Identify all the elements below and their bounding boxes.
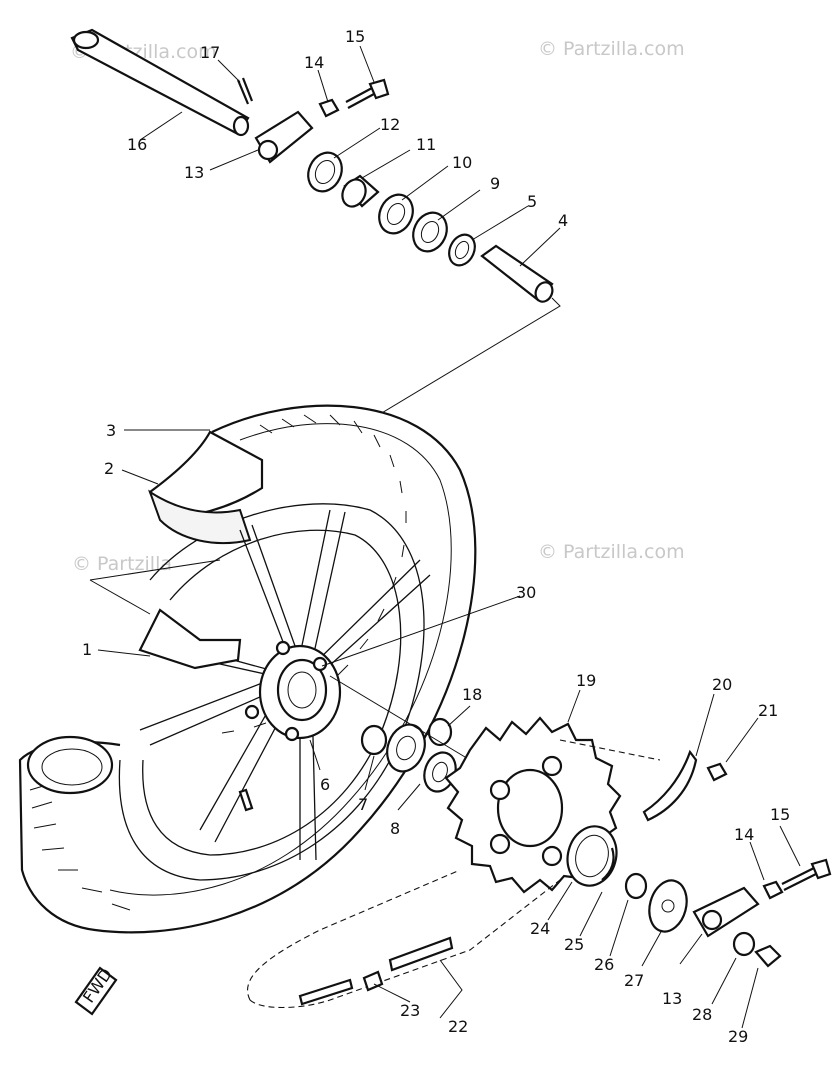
circlip-25 [601,847,615,881]
bolt-15-top [345,78,390,109]
callout-10: 10 [452,153,472,172]
callout-18: 18 [462,685,482,704]
callout-24: 24 [530,919,550,938]
brake-hub-1 [138,608,242,670]
nut-21 [706,762,728,782]
callout-8: 8 [390,819,400,838]
collar-7 [360,724,388,756]
callout-28: 28 [692,1005,712,1024]
callout-7: 7 [358,795,368,814]
callout-16: 16 [127,135,147,154]
washer-28 [732,931,756,957]
callout-12: 12 [380,115,400,134]
callout-17: 17 [200,43,220,62]
callout-13-right: 13 [662,989,682,1008]
hub-and-spokes [139,509,431,861]
nut-14-top [318,98,340,118]
callout-4: 4 [558,211,568,230]
callout-23: 23 [400,1001,420,1020]
callout-2: 2 [104,459,114,478]
callout-26: 26 [594,955,614,974]
callout-5: 5 [527,192,537,211]
callout-11: 11 [416,135,436,154]
rim-strip-and-tube [148,430,264,545]
callout-1: 1 [82,640,92,659]
callouts: 1 2 3 4 5 6 7 8 9 10 11 12 13 14 15 16 1… [82,27,790,1046]
plate-27 [648,879,688,933]
fwd-arrow: FWD [74,965,118,1016]
rear-axle [70,28,250,137]
callout-19: 19 [576,671,596,690]
collar-26 [624,872,648,900]
spacer-4 [480,244,554,303]
seal-5 [448,233,476,267]
nut-29 [754,944,782,968]
callout-14-right: 14 [734,825,754,844]
bearing-10 [378,193,414,235]
watermark: © Partzilla.com [538,541,685,563]
leader-lines [97,45,801,1029]
oil-seal-12 [307,151,343,193]
rim-strip-pointer [89,559,221,615]
nut-14-right [762,880,784,900]
callout-21: 21 [758,701,778,720]
bearing-9 [412,211,448,253]
callout-25: 25 [564,935,584,954]
callout-13: 13 [184,163,204,182]
callout-14: 14 [304,53,324,72]
sprocket-seal-24 [566,825,618,887]
callout-9: 9 [490,174,500,193]
callout-15: 15 [345,27,365,46]
cotter-pin [236,77,254,105]
callout-15-right: 15 [770,805,790,824]
chain-puller-right [692,886,760,938]
seal-18 [427,717,453,747]
axle-center-line [369,297,561,421]
callout-29: 29 [728,1027,748,1046]
collar-11 [341,174,380,208]
callout-27: 27 [624,971,644,990]
callout-20: 20 [712,675,732,694]
chain-puller-left [254,110,314,164]
callout-3: 3 [106,421,116,440]
bolt-15-right [781,858,832,891]
rear-wheel-tire [18,404,477,934]
watermark: © Partzilla.com [538,38,685,60]
callout-30: 30 [516,583,536,602]
drive-chain-22 [247,739,661,1009]
callout-6: 6 [320,775,330,794]
callout-22: 22 [448,1017,468,1036]
hub-axis-line [329,675,471,761]
sprocket-lock-washer-20 [642,749,698,822]
